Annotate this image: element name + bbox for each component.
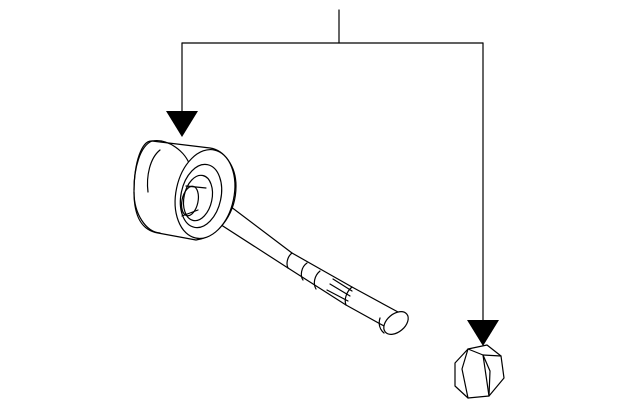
hub-face	[174, 148, 236, 240]
shaft-assembly-part	[133, 140, 410, 335]
arrow-to-nut-icon	[467, 320, 499, 346]
shaft-body	[197, 187, 410, 335]
hub-cup	[133, 140, 237, 241]
arrow-to-shaft-icon	[166, 111, 198, 137]
hub-inner-ring	[179, 163, 223, 229]
shaft-end-cap	[383, 311, 409, 335]
nut-part	[454, 344, 505, 399]
hub-bore	[182, 174, 214, 222]
leader-lines	[166, 9, 499, 346]
